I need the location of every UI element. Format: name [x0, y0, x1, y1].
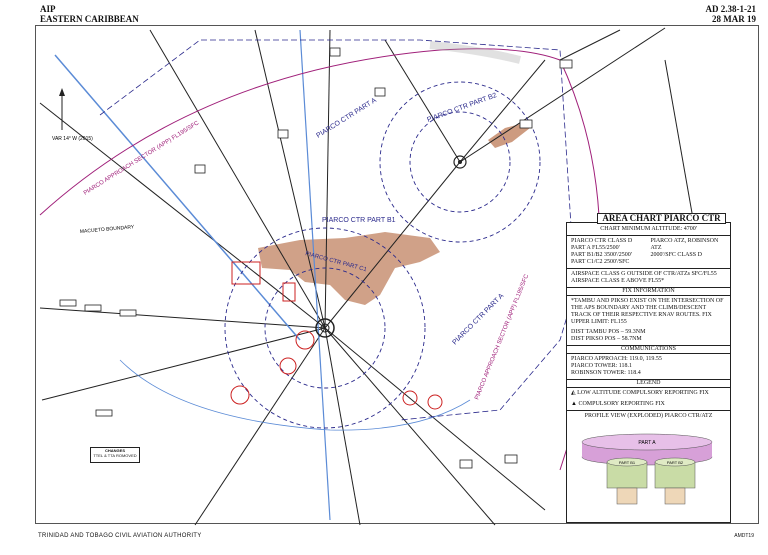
route-fixes — [59, 47, 573, 469]
minimum-altitude: CHART MINIMUM ALTITUDE: 4700' — [567, 224, 730, 236]
tobago-landmass — [488, 124, 530, 148]
changes-box: CHANGES TTEL & TTA ROMOVED — [90, 447, 140, 463]
legend-item: ▲ COMPULSORY REPORTING FIX — [571, 401, 726, 408]
chart-title: AREA CHART PIARCO CTR — [597, 213, 726, 224]
robinson-airport — [453, 155, 467, 169]
class-e-note: AIRSPACE CLASS E ABOVE FL55* — [571, 278, 665, 284]
atz-line: 2000'/SFC CLASS D — [650, 252, 702, 258]
communications-heading: COMMUNICATIONS — [567, 346, 730, 354]
fix-info-text: *TAMBU AND PIKSO EXIST ON THE INTERSECTI… — [571, 298, 724, 325]
legend-item: ◭ LOW ALTITUDE COMPULSORY REPORTING FIX — [571, 390, 726, 397]
fix-info-heading: FIX INFORMATION — [567, 288, 730, 296]
routes — [39, 27, 726, 526]
low-altitude-fix-icon: ◭ — [571, 390, 576, 396]
class-line: PART B1/B2 3500'/2500' — [571, 252, 632, 258]
profile-b1-label: PART B1 — [619, 460, 636, 465]
aip-label: AIP — [40, 4, 56, 14]
profile-title: PROFILE VIEW (EXPLODED) PIARCO CTR/ATZ — [584, 413, 713, 419]
page-reference: AD 2.38-1-21 — [705, 4, 757, 14]
chart-information-panel: AREA CHART PIARCO CTR CHART MINIMUM ALTI… — [566, 213, 731, 523]
north-arrow-icon — [59, 88, 65, 130]
changes-text: TTEL & TTA ROMOVED — [93, 453, 137, 458]
comm-line: ROBINSON TOWER: 118.4 — [571, 370, 641, 376]
changes-title: CHANGES — [104, 448, 125, 453]
airspace-outside: AIRSPACE CLASS G OUTSIDE OF CTR/ATZs SFC… — [567, 269, 730, 288]
legend-label: LOW ALTITUDE COMPULSORY REPORTING FIX — [577, 390, 709, 396]
north-arrow-label: VAR 14° W (2015) — [52, 136, 93, 142]
footer-authority: TRINIDAD AND TOBAGO CIVIL AVIATION AUTHO… — [38, 533, 202, 539]
ctr-boundaries — [224, 81, 541, 429]
approach-sector-boundary-north — [39, 48, 561, 216]
label-boundary: MACUETO BOUNDARY — [80, 224, 136, 235]
blue-route-n — [299, 29, 331, 521]
label-approach-sector-se: PIARCO APPROACH SECTOR (APP) FL195/SFC — [474, 273, 530, 401]
label-ctr-part-b1: PIARCO CTR PART B1 — [322, 217, 396, 224]
communications: PIARCO APPROACH: 119.0, 119.55 PIARCO TO… — [567, 354, 730, 380]
profile-b2-label: PART B2 — [667, 460, 684, 465]
region-label: EASTERN CARIBBEAN — [40, 14, 139, 24]
chart-frame — [35, 25, 759, 524]
dist-pikso: DIST PIKSO POS – 58.7NM — [571, 336, 642, 342]
legend-label: COMPULSORY REPORTING FIX — [578, 401, 665, 407]
piarco-airport — [315, 318, 335, 338]
label-ctr-part-a-se: PIARCO CTR PART A — [451, 292, 505, 346]
header-left: AIP EASTERN CARIBBEAN — [40, 4, 139, 24]
header-right: AD 2.38-1-21 28 MAR 19 — [706, 4, 757, 24]
fix-info: *TAMBU AND PIKSO EXIST ON THE INTERSECTI… — [567, 296, 730, 346]
comm-line: PIARCO TOWER: 118.1 — [571, 363, 633, 369]
compulsory-fix-icon: ▲ — [571, 401, 577, 407]
label-ctr-part-a: PIARCO CTR PART A — [315, 97, 378, 140]
footer-amendment: AMDT19 — [734, 533, 754, 539]
profile-part-a-label: PART A — [638, 440, 656, 446]
coast-outline — [119, 359, 471, 431]
ctr-part-a-boundary — [99, 39, 576, 421]
class-g-note: AIRSPACE CLASS G OUTSIDE OF CTR/ATZs SFC… — [571, 271, 717, 277]
class-line: PIARCO CTR CLASS D — [571, 238, 633, 244]
atz-line: PIARCO ATZ, ROBINSON ATZ — [650, 238, 719, 251]
restricted-band — [429, 41, 521, 64]
legend-heading: LEGEND — [567, 380, 730, 388]
effective-date: 28 MAR 19 — [712, 14, 756, 24]
comm-line: PIARCO APPROACH: 119.0, 119.55 — [571, 356, 662, 362]
label-approach-sector: PIARCO APPROACH SECTOR (APP) FL195/SFC — [83, 120, 201, 197]
label-ctr-part-b2: PIARCO CTR PART B2 — [426, 92, 498, 124]
trinidad-landmass — [258, 232, 440, 305]
class-line: PART A FL55/2500' — [571, 245, 620, 251]
danger-areas — [230, 261, 443, 410]
profile-diagram: PART A PART B1 PART B2 — [581, 433, 713, 505]
class-line: PART C1/C2 2500'/SFC — [571, 259, 630, 265]
blue-route-nw — [54, 54, 301, 341]
dist-tambu: DIST TAMBU POS – 59.3NM — [571, 329, 646, 335]
legend: ◭ LOW ALTITUDE COMPULSORY REPORTING FIX … — [567, 388, 730, 411]
profile-view: PROFILE VIEW (EXPLODED) PIARCO CTR/ATZ P… — [567, 411, 730, 520]
airspace-classes: PIARCO CTR CLASS D PART A FL55/2500' PAR… — [567, 236, 730, 269]
